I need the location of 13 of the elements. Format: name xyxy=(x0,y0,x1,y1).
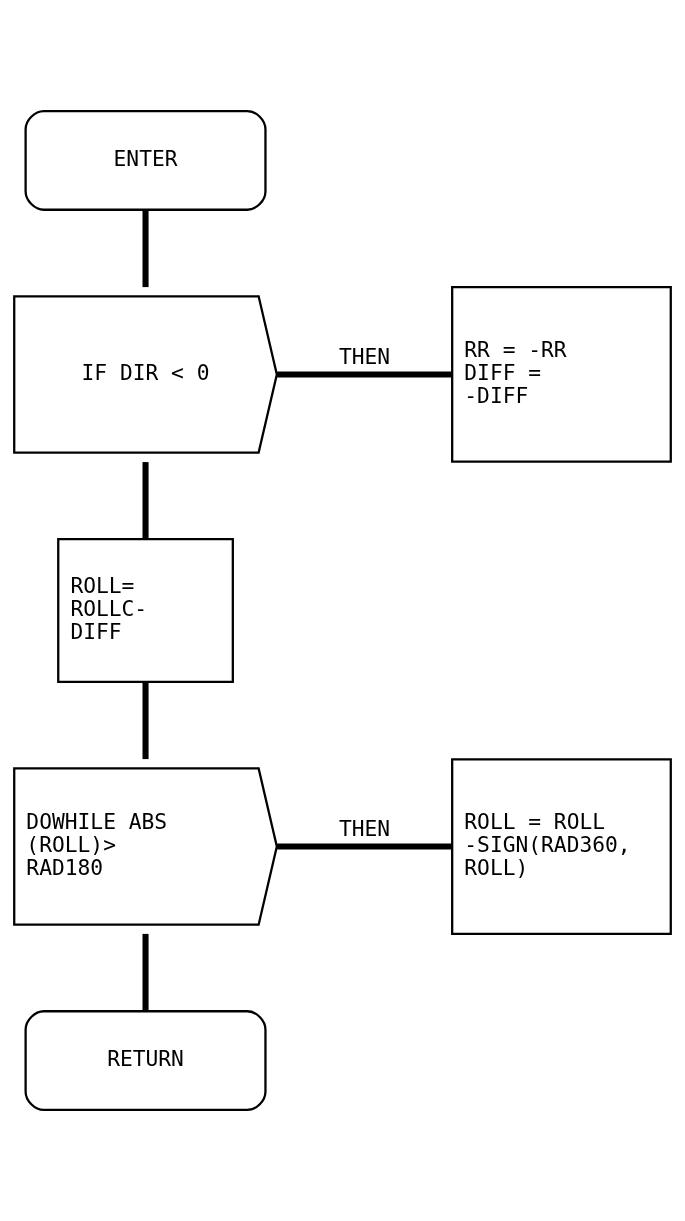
node-box: RR = -RR DIFF = -DIFF xyxy=(451,286,672,463)
edge-label: THEN xyxy=(338,344,391,370)
connector xyxy=(142,209,149,288)
node-box: ENTER xyxy=(24,109,267,211)
edge-label: THEN xyxy=(338,816,391,842)
node-box: RETURN xyxy=(24,1010,267,1112)
node-box: ROLL= ROLLC- DIFF xyxy=(57,538,234,683)
connector xyxy=(142,681,149,760)
node-box: ROLL = ROLL -SIGN(RAD360, ROLL) xyxy=(451,758,672,935)
connector xyxy=(142,462,149,539)
connector xyxy=(277,371,452,378)
connector xyxy=(277,843,452,850)
connector xyxy=(142,933,149,1011)
